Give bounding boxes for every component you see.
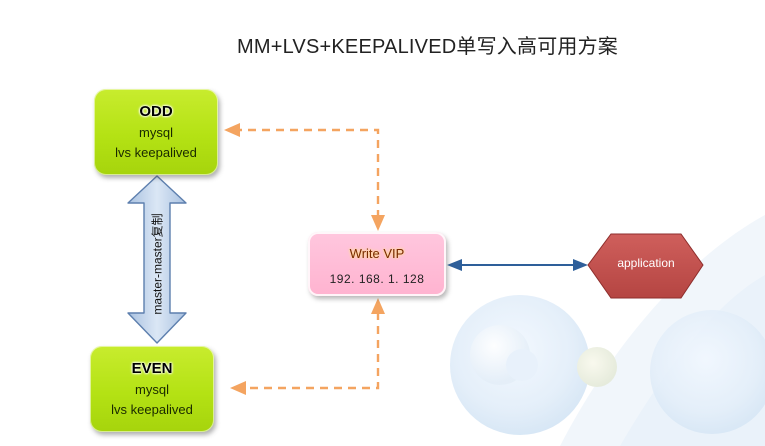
- dashed-connector-even: [244, 312, 380, 390]
- application-label: application: [617, 256, 675, 270]
- vip-app-link: [447, 259, 588, 271]
- arrowhead-to-vip-top: [371, 215, 385, 231]
- odd-server-name: ODD: [139, 103, 173, 120]
- write-vip-node: Write VIP 192. 168. 1. 128: [308, 232, 446, 296]
- write-vip-address: 192. 168. 1. 128: [329, 272, 425, 286]
- even-server-components: lvs keepalived: [111, 402, 193, 417]
- odd-server-service: mysql: [139, 125, 173, 140]
- diagram-title: MM+LVS+KEEPALIVED单写入高可用方案: [236, 36, 618, 58]
- replication-label: master-master复制: [150, 213, 165, 315]
- even-server-node: EVEN mysql lvs keepalived: [90, 346, 214, 432]
- application-shape: [587, 233, 704, 299]
- arrowhead-to-even: [230, 381, 246, 395]
- write-vip-title: Write VIP: [349, 246, 405, 261]
- background-decoration: [450, 215, 765, 446]
- even-server-service: mysql: [135, 382, 169, 397]
- arrowhead-to-vip-bottom: [371, 298, 385, 314]
- odd-server-components: lvs keepalived: [115, 145, 197, 160]
- dashed-connector-odd: [238, 128, 380, 218]
- even-server-name: EVEN: [131, 360, 173, 377]
- arrowhead-to-odd: [224, 123, 240, 137]
- odd-server-node: ODD mysql lvs keepalived: [94, 89, 218, 175]
- replication-double-arrow: [127, 175, 187, 344]
